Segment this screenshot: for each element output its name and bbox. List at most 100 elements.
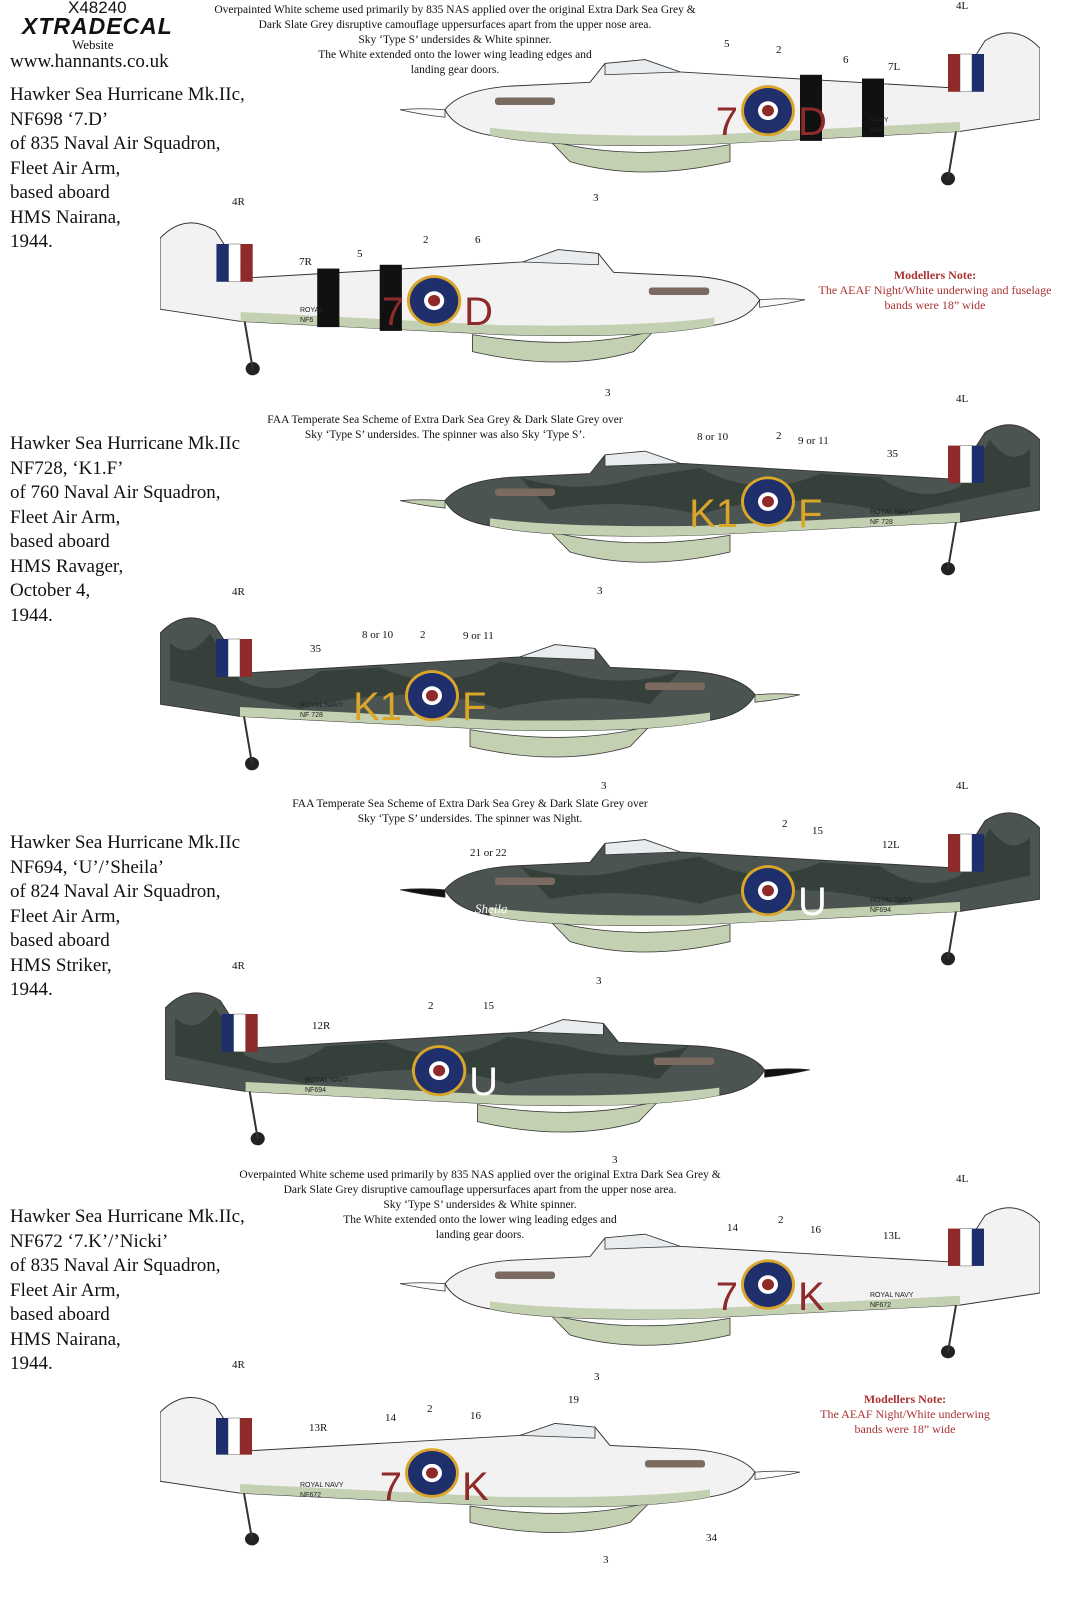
fin-flash-red: [240, 1418, 252, 1455]
website-link[interactable]: www.hannants.co.uk: [10, 51, 169, 72]
lower-fuselage-sky: [490, 512, 960, 537]
decal-callout: 8 or 10: [697, 431, 729, 443]
serial-line: 698: [870, 127, 882, 134]
invasion-stripe: [379, 264, 402, 331]
fuselage: [444, 32, 1040, 146]
code-letter-left: K1: [689, 492, 738, 536]
decal-callout: 4L: [956, 393, 969, 405]
brand-name: XTRADECAL: [22, 13, 173, 39]
scheme-note-1: Overpainted White scheme used primarily …: [175, 3, 735, 78]
invasion-stripe: [862, 78, 884, 138]
fuselage: [160, 222, 761, 336]
text-line: Sky ‘Type S’ undersides. The spinner was…: [357, 813, 583, 825]
product-code: X48240: [68, 0, 127, 17]
decal-callout: 14: [727, 1222, 738, 1234]
serial-line: ROYAL NAVY: [870, 509, 914, 516]
decal-callout: 2: [423, 234, 429, 246]
text-line: based aboard: [10, 930, 110, 951]
decal-callout: 13L: [883, 1230, 901, 1242]
hurricane-silhouette: [160, 1397, 800, 1546]
camouflage-pattern: [520, 440, 1030, 515]
scheme-note-3: FAA Temperate Sea Scheme of Extra Dark S…: [265, 797, 675, 827]
text-line: Fleet Air Arm,: [10, 506, 121, 528]
aircraft-profile-port: K1 F ROYAL NAVY NF 728: [400, 412, 1040, 580]
exhaust-stack: [648, 287, 710, 295]
fin-flash-red: [240, 639, 252, 677]
canopy: [604, 59, 681, 76]
lower-fuselage-sky: [240, 707, 710, 731]
invasion-stripe: [317, 268, 340, 328]
text-line: based aboard: [10, 531, 110, 552]
wing-underside: [477, 1100, 661, 1133]
decal-callout: 12L: [882, 839, 900, 851]
aircraft-description-1: Hawker Sea Hurricane Mk.IIc,NF698 ‘7.D’o…: [10, 83, 245, 255]
decal-callout: 6: [475, 234, 481, 246]
serial-line: ROYAL NAVY: [300, 1482, 344, 1489]
fuselage-roundel: [405, 670, 459, 722]
decal-callout: 3: [605, 387, 611, 399]
wing-underside: [469, 725, 652, 758]
serial-line: NF 728: [870, 519, 893, 526]
lower-fuselage-sky: [490, 122, 960, 146]
tail-wheel-leg: [243, 321, 254, 369]
fin-flash-red: [948, 445, 960, 483]
decal-callout: 4L: [956, 780, 969, 792]
fuselage-roundel: [411, 1045, 467, 1097]
hurricane-silhouette: [400, 1207, 1040, 1359]
spinner: [400, 499, 446, 509]
decal-callout: 4L: [956, 1173, 969, 1185]
text-line: Hawker Sea Hurricane Mk.IIc: [10, 433, 241, 454]
canopy: [604, 1233, 681, 1250]
spinner: [759, 298, 805, 308]
text-line: Fleet Air Arm,: [10, 905, 121, 927]
decal-callout: 7L: [888, 61, 901, 73]
decal-callout: 5: [724, 38, 730, 50]
canopy: [604, 839, 681, 856]
serial-line: NF694: [870, 907, 892, 914]
spinner: [754, 693, 800, 703]
modellers-note-4: Modellers Note: The AEAF Night/White und…: [805, 1392, 1005, 1437]
text-line: Hawker Sea Hurricane Mk.IIc,: [10, 1206, 245, 1227]
code-letter-left: 7: [715, 1275, 738, 1319]
modellers-note-line: The AEAF Night/White underwing and fusel…: [818, 283, 1052, 297]
serial-line: NAVY: [870, 117, 889, 124]
wing-underside: [469, 1501, 652, 1533]
decal-callout: 2: [428, 1000, 434, 1012]
tail-wheel-leg: [243, 716, 253, 764]
spinner: [400, 108, 446, 118]
text-line: Dark Slate Grey disruptive camouflage up…: [258, 19, 652, 31]
text-line: NF694, ‘U’/’Sheila’: [10, 856, 165, 878]
text-line: NF698 ‘7.D’: [10, 108, 109, 130]
text-line: 1944.: [10, 231, 53, 252]
modellers-note-title: Modellers Note:: [893, 268, 977, 282]
text-line: October 4,: [10, 580, 91, 601]
code-letter-right: U: [469, 1060, 499, 1104]
lower-fuselage-sky: [490, 902, 960, 926]
text-line: Fleet Air Arm,: [10, 1279, 121, 1301]
wing-underside: [548, 140, 731, 173]
fin-flash-red: [245, 1014, 258, 1052]
text-line: Sky ‘Type S’ undersides & White spinner.: [358, 34, 552, 46]
spinner: [400, 1282, 446, 1292]
serial-line: ROYAL NAVY: [305, 1077, 349, 1084]
fuselage: [444, 1207, 1040, 1320]
text-line: of 835 Naval Air Squadron,: [10, 133, 221, 154]
fuselage-roundel: [405, 1448, 459, 1498]
modellers-note-1: Modellers Note: The AEAF Night/White und…: [805, 268, 1065, 313]
exhaust-stack: [495, 488, 555, 496]
code-letter-right: F: [798, 492, 823, 536]
decal-callout: 4R: [232, 960, 245, 972]
tail-wheel-leg: [248, 1091, 259, 1139]
lower-fuselage-sky: [240, 312, 715, 336]
decal-callout: 13R: [309, 1422, 328, 1434]
scheme-note-2: FAA Temperate Sea Scheme of Extra Dark S…: [240, 413, 650, 443]
fin-flash-blue: [216, 639, 228, 677]
decal-callout: 7R: [299, 256, 312, 268]
fuselage-roundel: [741, 865, 795, 917]
fin-flash-red: [240, 244, 253, 282]
code-letter-right: F: [462, 685, 487, 729]
text-line: HMS Ravager,: [10, 555, 124, 577]
